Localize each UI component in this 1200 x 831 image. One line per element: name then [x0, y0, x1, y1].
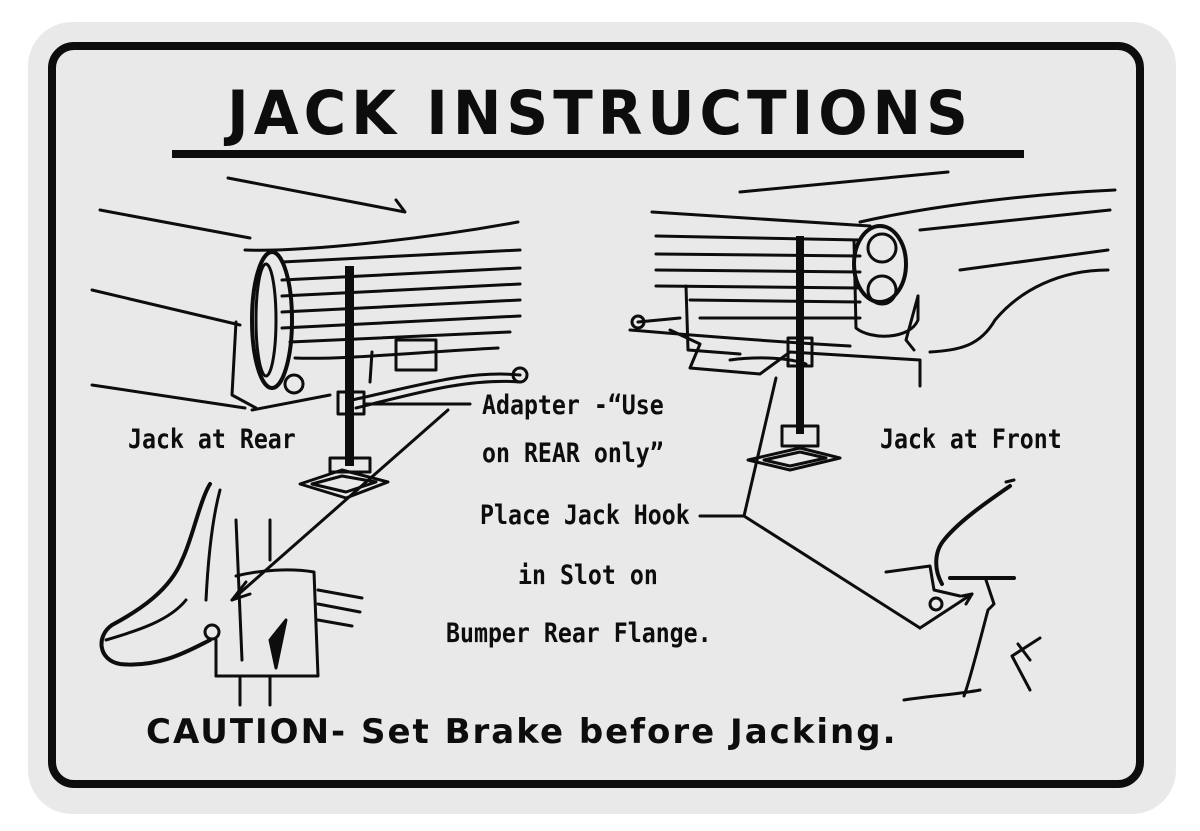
label-hook-line1: Place Jack Hook: [480, 500, 690, 531]
page-title: JACK INSTRUCTIONS: [227, 77, 973, 149]
label-adapter-line2: on REAR only”: [482, 438, 664, 469]
label-jack-at-front: Jack at Front: [880, 424, 1062, 455]
label-hook-line3: Bumper Rear Flange.: [446, 618, 712, 649]
decal-border: [48, 42, 1144, 788]
label-adapter-line1: Adapter -“Use: [482, 390, 664, 421]
car-rear-drawing: [90, 176, 529, 707]
title-underline: [172, 150, 1024, 158]
label-jack-at-rear: Jack at Rear: [128, 424, 296, 455]
car-front-drawing: [628, 170, 1117, 702]
caution-text: CAUTION- Set Brake before Jacking.: [146, 712, 898, 752]
label-hook-line2: in Slot on: [518, 560, 658, 591]
